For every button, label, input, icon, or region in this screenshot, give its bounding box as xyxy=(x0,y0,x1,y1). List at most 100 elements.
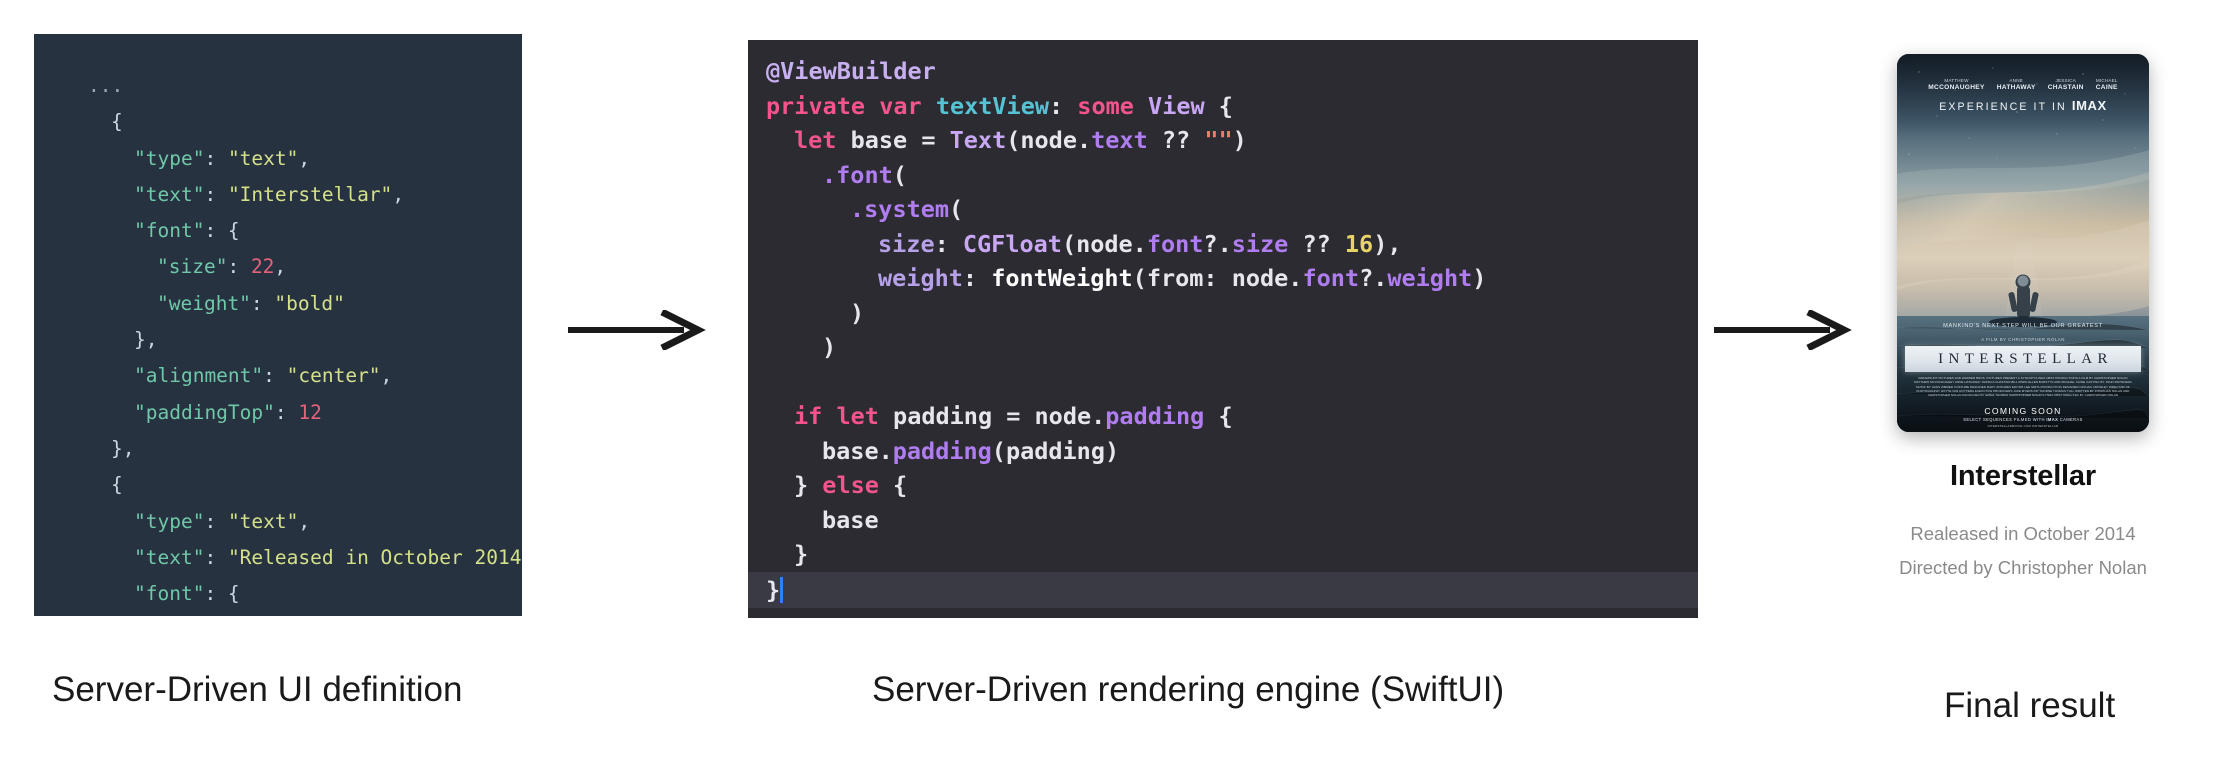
swift-token-txt: ) xyxy=(822,333,837,361)
swift-token-kw: if xyxy=(794,402,823,430)
swift-token-txt: ) xyxy=(850,298,865,327)
swift-token-txt: ), xyxy=(1373,229,1402,258)
json-token-key: "size" xyxy=(157,255,228,279)
json-token-pun: : xyxy=(204,146,228,170)
json-token-pun: }, xyxy=(111,436,135,460)
swift-token-pl: weight xyxy=(878,264,963,292)
json-code-line: "text": "Interstellar", xyxy=(34,177,522,213)
caption-final-result: Final result xyxy=(1944,686,2116,725)
swift-token-attr: @ViewBuilder xyxy=(766,57,936,85)
json-code-line: "type": "text", xyxy=(34,141,522,177)
json-token-key: "paddingTop" xyxy=(134,400,275,424)
swift-token-txt: (node. xyxy=(1061,229,1147,258)
swift-code-line: @ViewBuilder xyxy=(748,54,1698,89)
swift-code-line: if let padding = node.padding { xyxy=(748,399,1698,434)
swift-token-pl: size xyxy=(878,229,935,258)
swift-token-prop: font xyxy=(1146,229,1204,258)
swift-code-line-active: } xyxy=(748,571,1698,608)
swift-token-txt: { xyxy=(1204,91,1233,120)
swift-token-txt: : xyxy=(1049,91,1078,120)
swift-token-prop: padding xyxy=(892,436,992,465)
json-code-line: "weight": "bold" xyxy=(34,286,522,322)
json-code-block: ...{"type": "text","text": "Interstellar… xyxy=(34,68,522,616)
swift-token-txt: ?. xyxy=(1359,264,1388,292)
swift-token-txt: { xyxy=(1204,402,1233,430)
swift-token-kw: let xyxy=(836,402,879,430)
json-code-line: { xyxy=(34,467,522,503)
swift-token-type: View xyxy=(1148,91,1205,120)
swift-token-txt: : node. xyxy=(1203,264,1303,292)
json-token-str: "text" xyxy=(227,509,299,533)
json-code-line: }, xyxy=(34,431,522,467)
json-code-line: "size": 22, xyxy=(34,249,522,285)
json-token-pun: , xyxy=(298,509,311,533)
swift-code-line: ) xyxy=(748,330,1698,365)
swift-token-txt xyxy=(1134,92,1148,120)
json-token-key: "text" xyxy=(134,182,205,206)
json-token-pun: : xyxy=(204,182,228,206)
swift-token-type: Text xyxy=(949,126,1007,154)
swift-code-line: weight: fontWeight(from: node.font?.weig… xyxy=(748,261,1698,296)
swift-token-kw: else xyxy=(822,471,879,499)
text-cursor xyxy=(780,576,784,603)
swift-token-kw: some xyxy=(1077,91,1134,120)
json-token-num: 22 xyxy=(250,255,275,279)
swift-token-prop: . xyxy=(822,160,837,189)
json-token-str: "Interstellar" xyxy=(227,182,393,206)
json-code-line: { xyxy=(34,104,522,140)
swift-token-prop: weight xyxy=(1387,264,1473,292)
swift-token-prop: text xyxy=(1091,126,1148,154)
swift-code-line: let base = Text(node.text ?? "") xyxy=(748,123,1698,158)
swift-token-txt: ( xyxy=(1132,264,1147,292)
json-token-pun: , xyxy=(298,146,311,170)
swift-code-line: size: CGFloat(node.font?.size ?? 16), xyxy=(748,227,1698,262)
json-code-line: "type": "text", xyxy=(34,504,522,540)
json-code-line: ... xyxy=(34,68,522,104)
swift-code-line: } xyxy=(748,537,1698,572)
swift-token-type: CGFloat xyxy=(962,229,1062,258)
swift-code-line: base.padding(padding) xyxy=(748,434,1698,469)
json-token-pun: { xyxy=(111,473,123,497)
swift-token-kw: var xyxy=(879,91,922,120)
json-code-line: "text": "Released in October 2014", xyxy=(34,540,522,576)
json-token-pun: }, xyxy=(134,328,158,352)
json-token-str: "text" xyxy=(227,146,299,170)
swift-token-prop: font xyxy=(1302,264,1360,292)
json-code-line: }, xyxy=(34,322,522,358)
swift-code-line: private var textView: some View { xyxy=(748,89,1698,124)
json-token-key: "alignment" xyxy=(134,364,264,388)
swift-token-txt: : xyxy=(962,264,992,292)
swift-token-kw: private xyxy=(766,91,866,120)
swift-token-txt: ) xyxy=(1472,264,1487,292)
json-token-key: "weight" xyxy=(157,291,251,315)
json-definition-panel: ...{"type": "text","text": "Interstellar… xyxy=(34,34,522,616)
json-code-line: "size": 14, xyxy=(34,612,522,616)
arrow-right-icon-1 xyxy=(568,310,706,350)
json-token-pun: , xyxy=(392,182,405,206)
swift-token-var: textView xyxy=(935,91,1049,120)
json-token-dots: ... xyxy=(88,74,124,97)
json-token-str: "center" xyxy=(286,364,381,388)
swift-token-txt: (padding) xyxy=(991,436,1120,465)
result-release-line: Realeased in October 2014 xyxy=(1910,523,2136,544)
result-movie-title: Interstellar xyxy=(1950,460,2096,492)
swift-token-str: "" xyxy=(1204,126,1233,154)
swift-token-prop: size xyxy=(1231,229,1289,258)
swift-token-txt xyxy=(865,92,879,120)
swift-token-kw: let xyxy=(794,126,837,154)
swift-code-line xyxy=(748,365,1698,400)
json-token-pun: { xyxy=(111,110,123,134)
json-token-key: "text" xyxy=(134,545,205,569)
swift-token-prop: font xyxy=(836,160,893,189)
json-token-pun: : { xyxy=(204,582,240,606)
json-token-pun: : xyxy=(227,255,251,279)
result-director-line: Directed by Christopher Nolan xyxy=(1899,557,2147,578)
arrow-right-icon-2 xyxy=(1714,310,1852,350)
json-token-pun: : xyxy=(274,400,299,424)
swift-token-txt: base. xyxy=(822,436,893,465)
swift-token-txt: ) xyxy=(1232,126,1247,154)
json-code-line: "font": { xyxy=(34,213,522,249)
